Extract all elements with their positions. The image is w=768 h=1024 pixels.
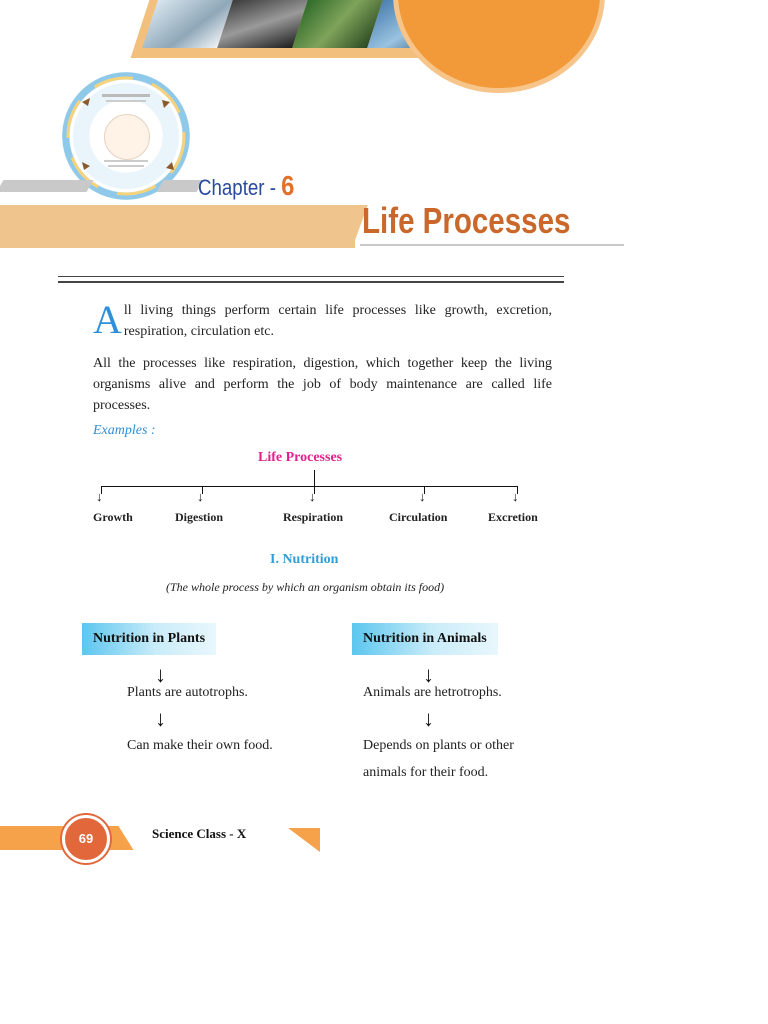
arrow-down-icon: ↓ (197, 489, 204, 504)
tree-stem-digestion (202, 486, 203, 494)
footer-flag (288, 828, 320, 852)
chapter-grey-band-right (156, 180, 204, 192)
dropcap-letter: A (93, 297, 122, 342)
tree-node-respiration: Respiration (283, 510, 343, 524)
arrow-down-icon: ↓ (423, 706, 434, 731)
intro-paragraph-2: All the processes like respiration, dige… (93, 356, 552, 413)
tree-stem-excretion (517, 486, 518, 494)
chapter-title-underline (360, 244, 624, 246)
chapter-grey-band (0, 180, 94, 192)
arrow-down-icon: ↓ (423, 662, 434, 687)
tree-node-digestion: Digestion (175, 510, 223, 524)
tree-stem-circulation (424, 486, 425, 494)
intro-paragraph-1-text: ll living things perform certain life pr… (123, 303, 552, 339)
arrow-down-icon: ↓ (155, 662, 166, 687)
nutrition-animals-label: Nutrition in Animals (352, 623, 498, 655)
tree-stem-respiration (314, 486, 315, 494)
tree-node-circulation: Circulation (389, 510, 448, 524)
chapter-title-band (0, 205, 355, 248)
section-divider (58, 276, 564, 283)
animals-item-1: Animals are hetrotrophs. (363, 685, 502, 700)
plants-item-2: Can make their own food. (127, 738, 273, 753)
chapter-number: 6 (281, 170, 295, 201)
arrow-down-icon: ↓ (96, 489, 103, 504)
nutrition-note: (The whole process by which an organism … (166, 580, 445, 594)
arrow-down-icon: ↓ (419, 489, 426, 504)
arrow-down-icon: ↓ (309, 489, 316, 504)
tree-node-growth: Growth (93, 510, 133, 524)
chapter-label-text: Chapter - (198, 175, 282, 200)
plants-item-1: Plants are autotrophs. (127, 685, 248, 700)
tree-node-excretion: Excretion (488, 510, 538, 524)
arrow-down-icon: ↓ (155, 706, 166, 731)
page-number: 69 (62, 815, 110, 863)
life-cycle-arrows-icon (66, 76, 186, 196)
header-orange-circle (398, 0, 600, 88)
life-cycle-center (104, 114, 150, 160)
arrow-down-icon: ↓ (512, 489, 519, 504)
tree-branch-line (101, 486, 518, 487)
tree-root-label: Life Processes (258, 450, 343, 465)
examples-label: Examples : (93, 423, 156, 438)
tree-stem-growth (101, 486, 102, 494)
chapter-label: Chapter - 6 (198, 170, 294, 202)
footer-book-title: Science Class - X (152, 826, 247, 841)
nutrition-plants-label: Nutrition in Plants (82, 623, 217, 655)
chapter-title: Life Processes (362, 200, 571, 241)
animals-item-2: Depends on plants or other animals for t… (363, 738, 514, 780)
nutrition-heading: I. Nutrition (270, 552, 339, 567)
tree-root-stem (314, 470, 315, 486)
